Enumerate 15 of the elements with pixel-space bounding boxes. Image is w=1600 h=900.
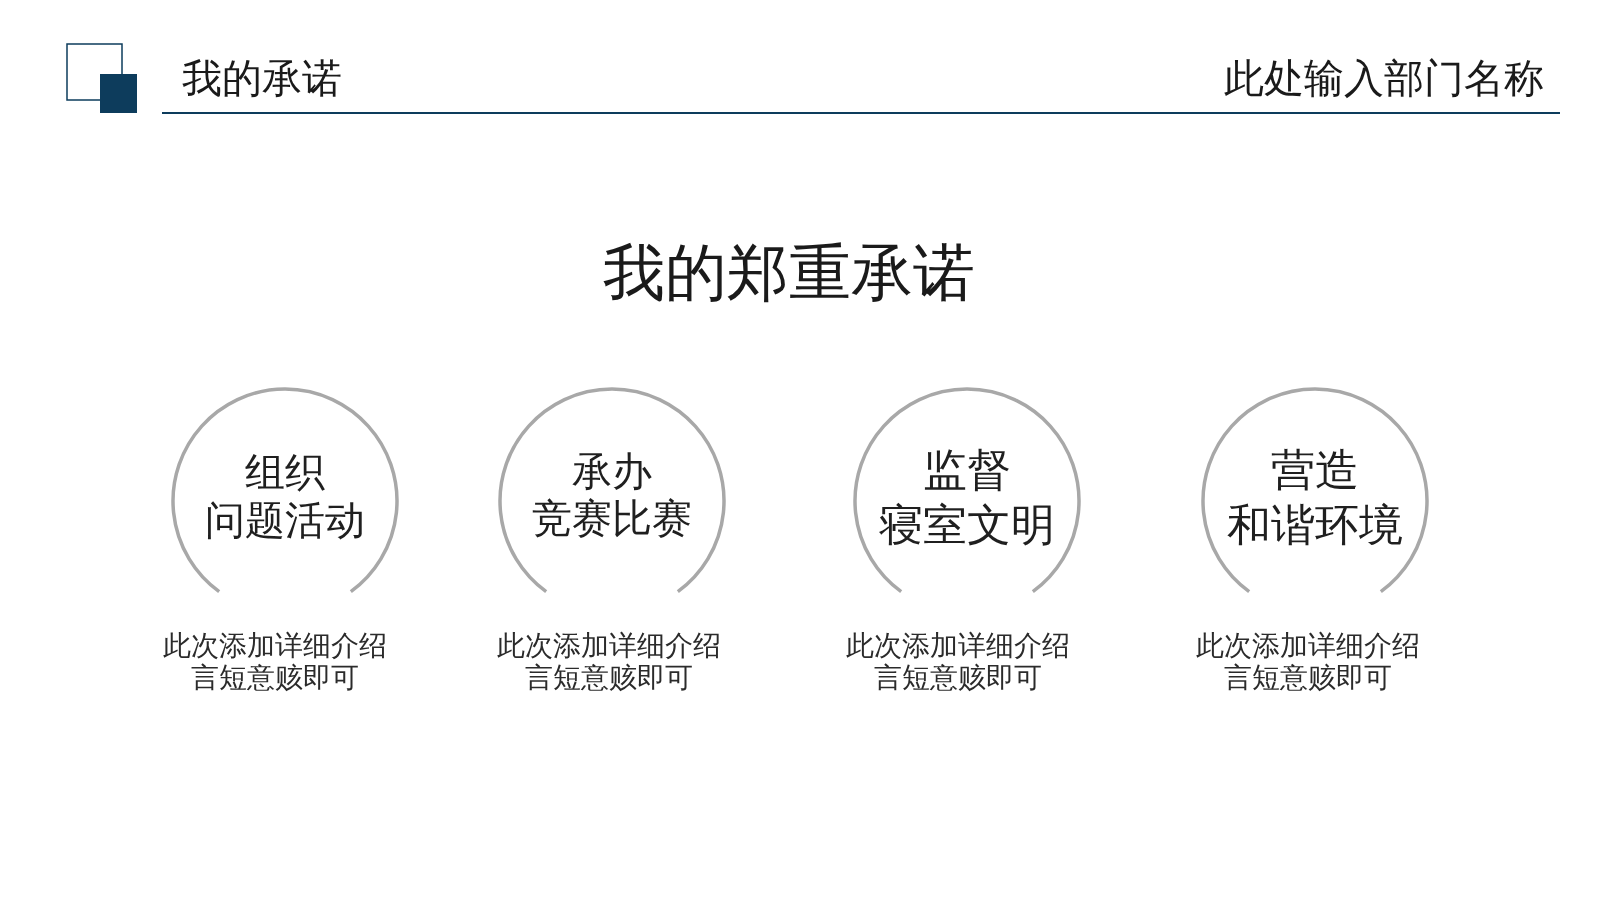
ring-subheading: 和谐环境	[1227, 503, 1403, 547]
department-name-text: 此处输入部门名称	[1224, 56, 1544, 100]
ring-subheading: 问题活动	[205, 500, 365, 540]
description-text: 此次添加详细介绍言短意赅即可	[1195, 630, 1421, 694]
description-text: 此次添加详细介绍言短意赅即可	[162, 630, 388, 694]
ring-heading: 监督	[923, 448, 1011, 492]
ring-subheading: 竞赛比赛	[532, 498, 692, 538]
ring-heading: 组织	[245, 452, 325, 492]
ring-heading: 承办	[572, 451, 652, 491]
ring-subheading: 寝室文明	[879, 503, 1055, 547]
description-text: 此次添加详细介绍言短意赅即可	[496, 630, 722, 694]
header-title: 我的承诺	[182, 56, 342, 100]
description-text: 此次添加详细介绍言短意赅即可	[845, 630, 1071, 694]
ring-heading: 营造	[1271, 448, 1359, 492]
main-heading: 我的郑重承诺	[603, 238, 975, 308]
